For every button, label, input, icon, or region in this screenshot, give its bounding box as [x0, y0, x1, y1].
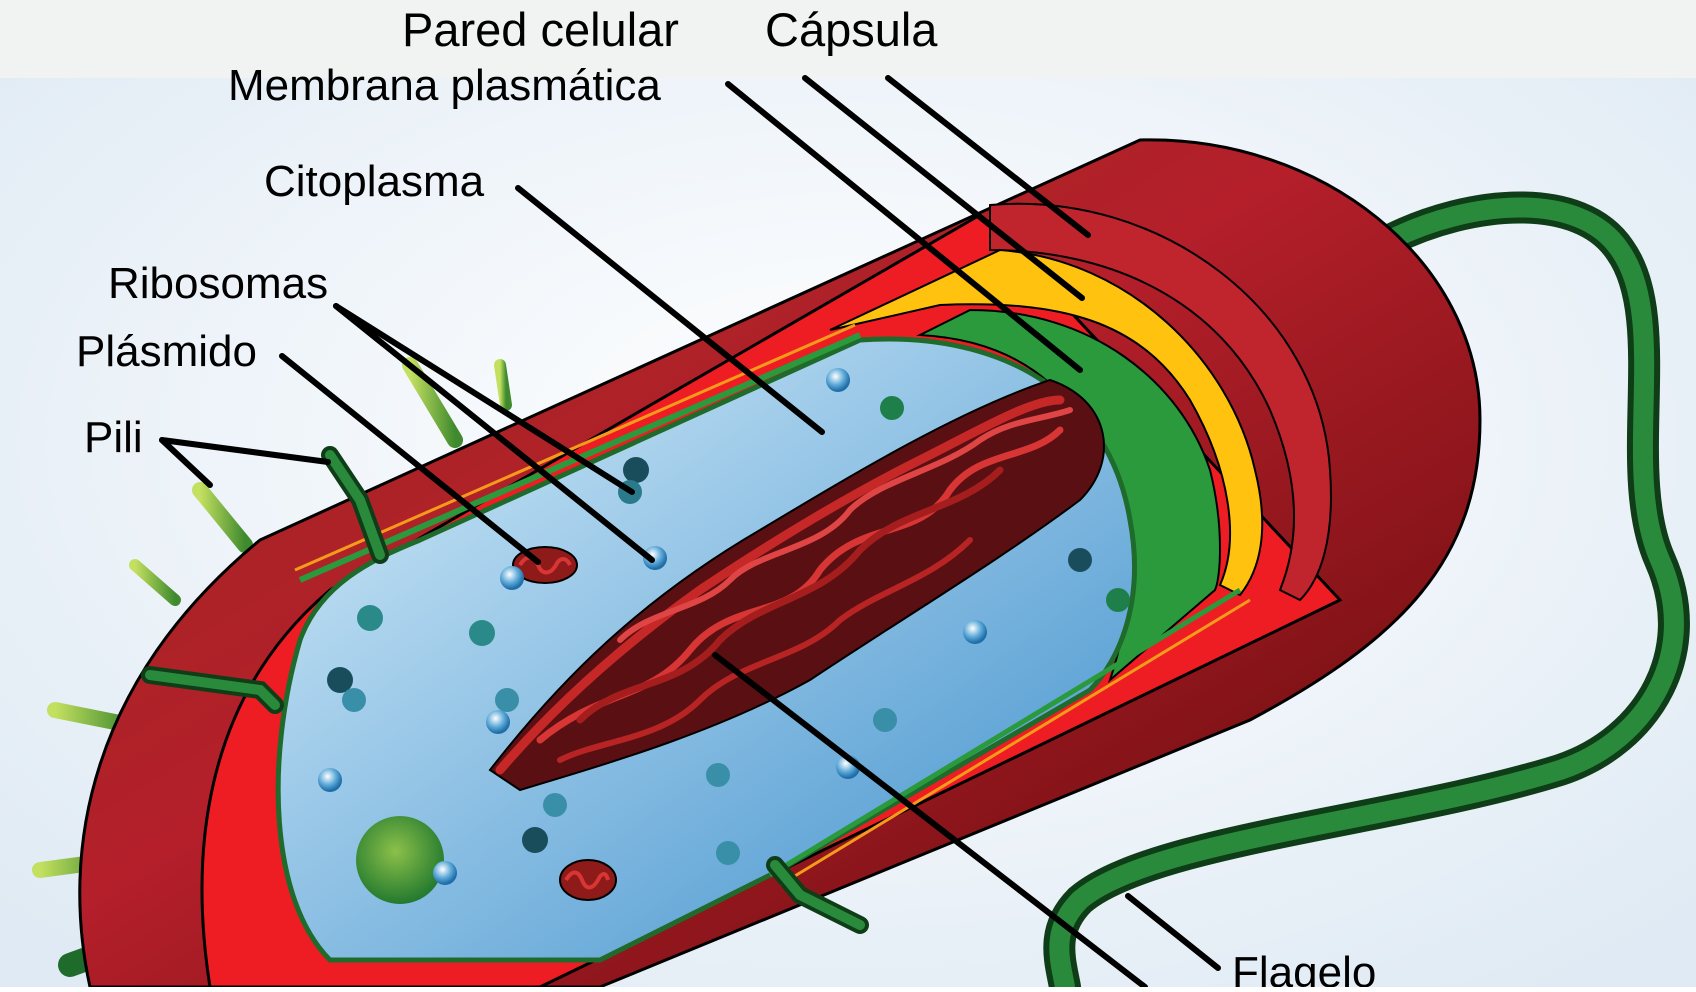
label-pili: Pili — [84, 413, 143, 462]
label-flagellum: Flagelo — [1232, 948, 1376, 987]
label-ribosomes: Ribosomas — [108, 259, 328, 308]
label-cell-wall: Pared celular — [402, 3, 679, 56]
plasmid-2 — [560, 860, 616, 900]
label-plasma-membrane: Membrana plasmática — [228, 61, 661, 110]
label-cytoplasm: Citoplasma — [264, 157, 485, 206]
label-plasmid: Plásmido — [76, 327, 257, 376]
storage-granule — [356, 816, 444, 904]
label-capsule: Cápsula — [765, 3, 938, 56]
